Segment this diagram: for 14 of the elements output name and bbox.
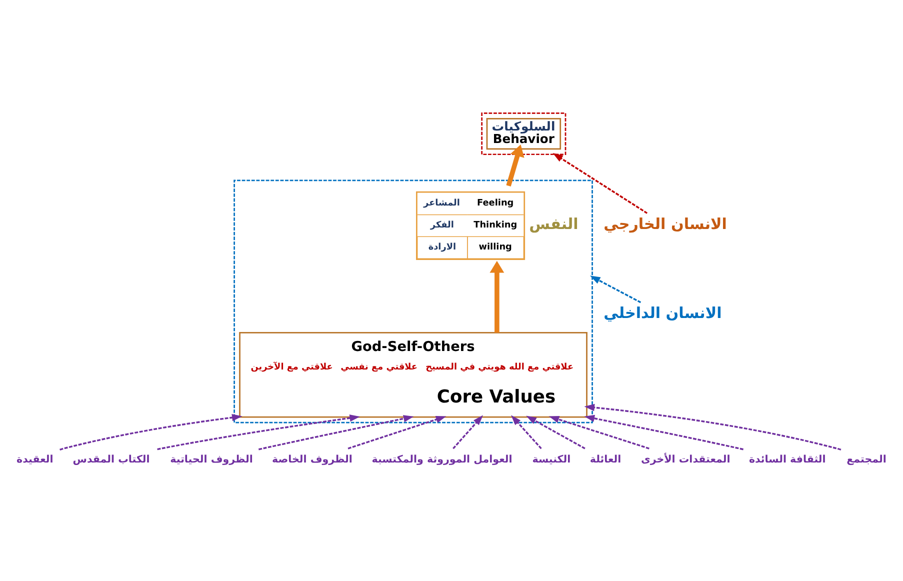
node-text: المجتمع xyxy=(846,454,886,466)
node-text: الكنيسة xyxy=(532,454,571,466)
node-text: العقيدة xyxy=(16,454,54,466)
node-text: الثقافة السائدة xyxy=(748,454,826,466)
node-text: المعتقدات الأخرى xyxy=(640,454,730,466)
node-text: العوامل الموروثة والمكتسبة xyxy=(372,454,512,466)
node-text: الظروف الخاصة xyxy=(272,454,352,466)
node-label: النفس xyxy=(529,214,578,233)
node-text: الانسان الداخلي xyxy=(604,304,722,322)
node-text: الانسان الخارجي xyxy=(604,214,727,233)
node-text: Core Values xyxy=(436,386,556,408)
node-text: الكتاب المقدس xyxy=(72,454,150,466)
node-text: الظروف الحياتية xyxy=(170,454,253,466)
node-text: العائلة xyxy=(590,454,622,466)
